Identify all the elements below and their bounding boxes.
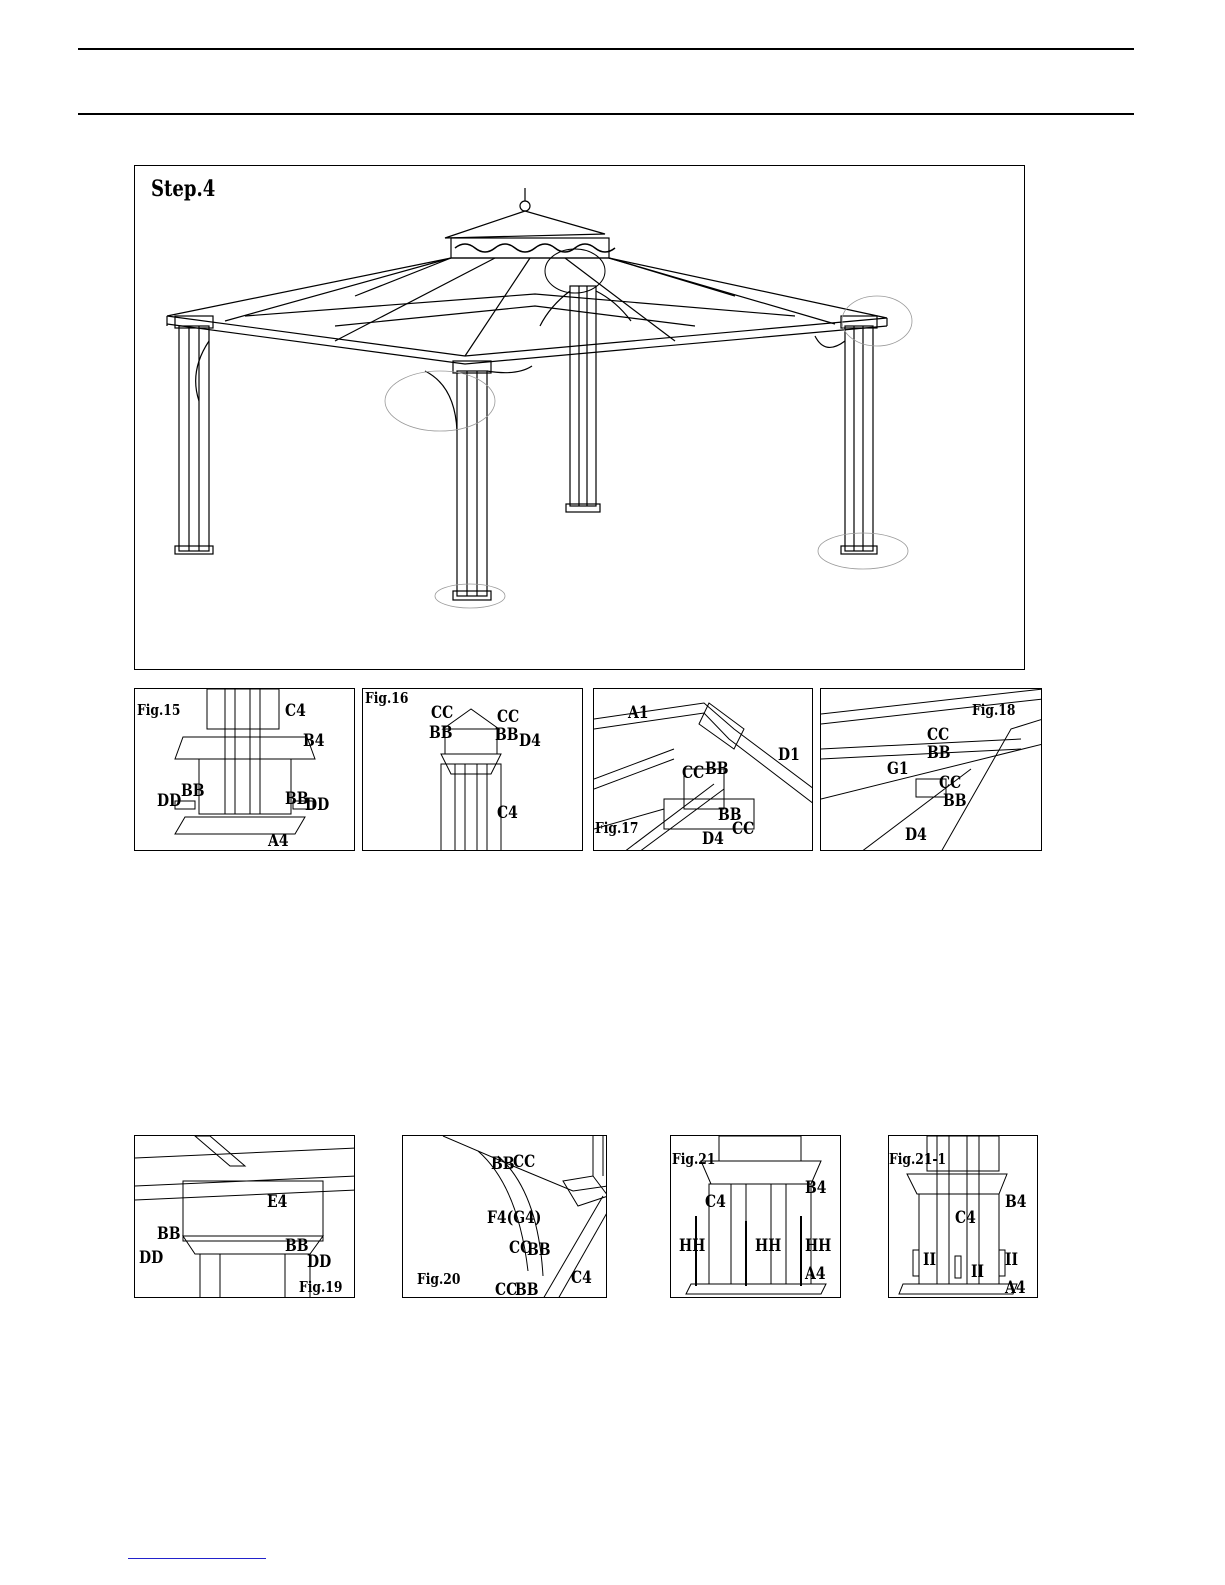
fig21-1-title: Fig.21-1 — [889, 1152, 946, 1167]
fig17-label-bb-top: BB — [705, 761, 729, 778]
fig21-1-panel: Fig.21-1 B4 C4 II II II A4 — [888, 1135, 1038, 1298]
fig16-panel: Fig.16 CC BB CC BB D4 C4 — [362, 688, 583, 851]
fig20-panel: BB CC F4(G4) CC BB CC BB Fig.20 C4 — [402, 1135, 607, 1298]
fig18-label-cc-top: CC — [927, 727, 949, 744]
fig17-title: Fig.17 — [595, 821, 638, 836]
fig18-title: Fig.18 — [972, 703, 1015, 718]
header-rule-bottom — [78, 113, 1134, 115]
fig21-label-hh-mid: HH — [755, 1238, 781, 1255]
fig16-label-d4: D4 — [519, 733, 541, 750]
fig15-label-dd-left: DD — [157, 793, 181, 810]
fig21-1-label-ii-left: II — [923, 1252, 936, 1269]
fig16-drawing — [363, 689, 583, 851]
fig21-label-b4: B4 — [805, 1180, 826, 1197]
fig21-1-label-ii-right: II — [1005, 1252, 1018, 1269]
fig19-label-bb-left: BB — [157, 1226, 181, 1243]
fig19-label-dd-right: DD — [307, 1254, 331, 1271]
fig18-label-cc-bottom: CC — [939, 775, 961, 792]
fig20-label-cc-bottom: CC — [495, 1282, 517, 1298]
fig19-panel: E4 BB DD BB DD Fig.19 — [134, 1135, 355, 1298]
fig20-label-cc-top: CC — [513, 1154, 535, 1171]
fig16-label-cc-left: CC — [431, 705, 453, 722]
fig18-panel: Fig.18 CC BB G1 CC BB D4 — [820, 688, 1042, 851]
fig15-label-b4: B4 — [303, 733, 324, 750]
fig15-label-bb-left: BB — [181, 783, 205, 800]
fig21-label-hh-left: HH — [679, 1238, 705, 1255]
fig20-label-f4-g4: F4(G4) — [487, 1210, 541, 1227]
fig20-title: Fig.20 — [417, 1272, 460, 1287]
fig21-1-label-b4: B4 — [1005, 1194, 1026, 1211]
fig16-label-cc-right: CC — [497, 709, 519, 726]
fig19-title: Fig.19 — [299, 1280, 342, 1295]
fig19-drawing — [135, 1136, 355, 1298]
fig20-label-bb-bottom: BB — [515, 1282, 539, 1298]
fig21-panel: Fig.21 C4 B4 HH HH HH A4 — [670, 1135, 841, 1298]
step-label: Step.4 — [151, 178, 215, 200]
fig21-1-label-a4: A4 — [1005, 1280, 1026, 1297]
fig16-label-c4: C4 — [497, 805, 518, 822]
fig20-label-bb-top: BB — [491, 1156, 515, 1173]
fig21-label-c4: C4 — [705, 1194, 726, 1211]
fig21-1-label-ii-mid: II — [971, 1264, 984, 1281]
fig17-label-d1: D1 — [778, 747, 800, 764]
fig15-title: Fig.15 — [137, 703, 180, 718]
fig15-label-dd-right: DD — [305, 797, 329, 814]
fig15-label-a4: A4 — [268, 833, 289, 850]
footer-link-underline — [128, 1558, 266, 1559]
fig19-label-e4: E4 — [267, 1194, 287, 1211]
fig17-label-cc-top: CC — [682, 765, 704, 782]
fig21-label-hh-right: HH — [805, 1238, 831, 1255]
fig15-label-c4: C4 — [285, 703, 306, 720]
fig16-title: Fig.16 — [365, 691, 408, 706]
fig17-label-d4: D4 — [702, 831, 724, 848]
fig18-label-bb-bottom: BB — [943, 793, 967, 810]
fig16-label-bb-right: BB — [495, 727, 519, 744]
fig18-label-d4: D4 — [905, 827, 927, 844]
gazebo-drawing — [135, 166, 1025, 670]
fig18-label-bb-top: BB — [927, 745, 951, 762]
header-rule-top — [78, 48, 1134, 50]
fig19-label-dd-left: DD — [139, 1250, 163, 1267]
fig20-label-bb-mid: BB — [527, 1242, 551, 1259]
fig20-label-c4: C4 — [571, 1270, 592, 1287]
fig19-label-bb-right: BB — [285, 1238, 309, 1255]
fig17-panel: A1 D1 CC BB BB CC Fig.17 D4 — [593, 688, 813, 851]
fig17-label-cc-bottom: CC — [732, 821, 754, 838]
fig17-label-a1: A1 — [628, 705, 649, 722]
fig18-label-g1: G1 — [887, 761, 909, 778]
fig15-panel: Fig.15 C4 B4 DD BB BB DD A4 — [134, 688, 355, 851]
fig21-title: Fig.21 — [672, 1152, 715, 1167]
fig16-label-bb-left: BB — [429, 725, 453, 742]
fig21-label-a4: A4 — [805, 1266, 826, 1283]
step4-main-illustration: Step.4 — [134, 165, 1025, 670]
fig21-1-label-c4: C4 — [955, 1210, 976, 1227]
